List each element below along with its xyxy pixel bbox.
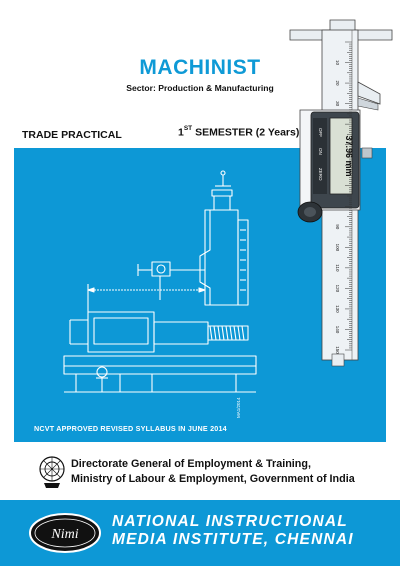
scale-label: 10 <box>335 60 340 66</box>
directorate-line-1: Directorate General of Employment & Trai… <box>71 458 311 470</box>
emblem-icon <box>39 456 65 488</box>
trade-label: TRADE PRACTICAL <box>22 129 122 141</box>
scale-label: 20 <box>335 81 340 87</box>
directorate-line-2: Ministry of Labour & Employment, Governm… <box>71 473 355 485</box>
caliper-on-label: ON <box>318 148 323 155</box>
scale-label: 140 <box>335 326 340 334</box>
scale-label: 100 <box>335 244 340 252</box>
semester-label: 1ST SEMESTER (2 Years) <box>178 125 300 139</box>
syllabus-note: NCVT APPROVED REVISED SYLLABUS IN JUNE 2… <box>34 424 227 433</box>
scale-label: 90 <box>335 224 340 230</box>
sector-label: Sector: Production & Manufacturing <box>126 83 274 93</box>
scale-label: 150 <box>335 346 340 354</box>
semester-text: SEMESTER (2 Years) <box>192 126 300 139</box>
scale-label: 30 <box>335 101 340 107</box>
semester-suffix: ST <box>183 125 193 132</box>
institute-line-1: NATIONAL INSTRUCTIONAL <box>112 513 348 530</box>
caliper-reading: 37.96 mm <box>344 135 354 176</box>
book-title: MACHINIST <box>139 56 261 79</box>
nimi-logo-text: Nimi <box>50 527 78 542</box>
scale-label: 130 <box>335 305 340 313</box>
semester-number: 1 <box>178 126 184 139</box>
caliper-zero-label: ZERO <box>318 168 323 181</box>
scale-label: 120 <box>335 285 340 293</box>
scale-label: 110 <box>335 264 340 272</box>
institute-line-2: MEDIA INSTITUTE, CHENNAI <box>112 531 354 548</box>
nimi-logo-icon: Nimi <box>29 513 101 553</box>
caliper-lcd <box>329 117 353 195</box>
caliper-off-label: OFF <box>318 128 323 137</box>
